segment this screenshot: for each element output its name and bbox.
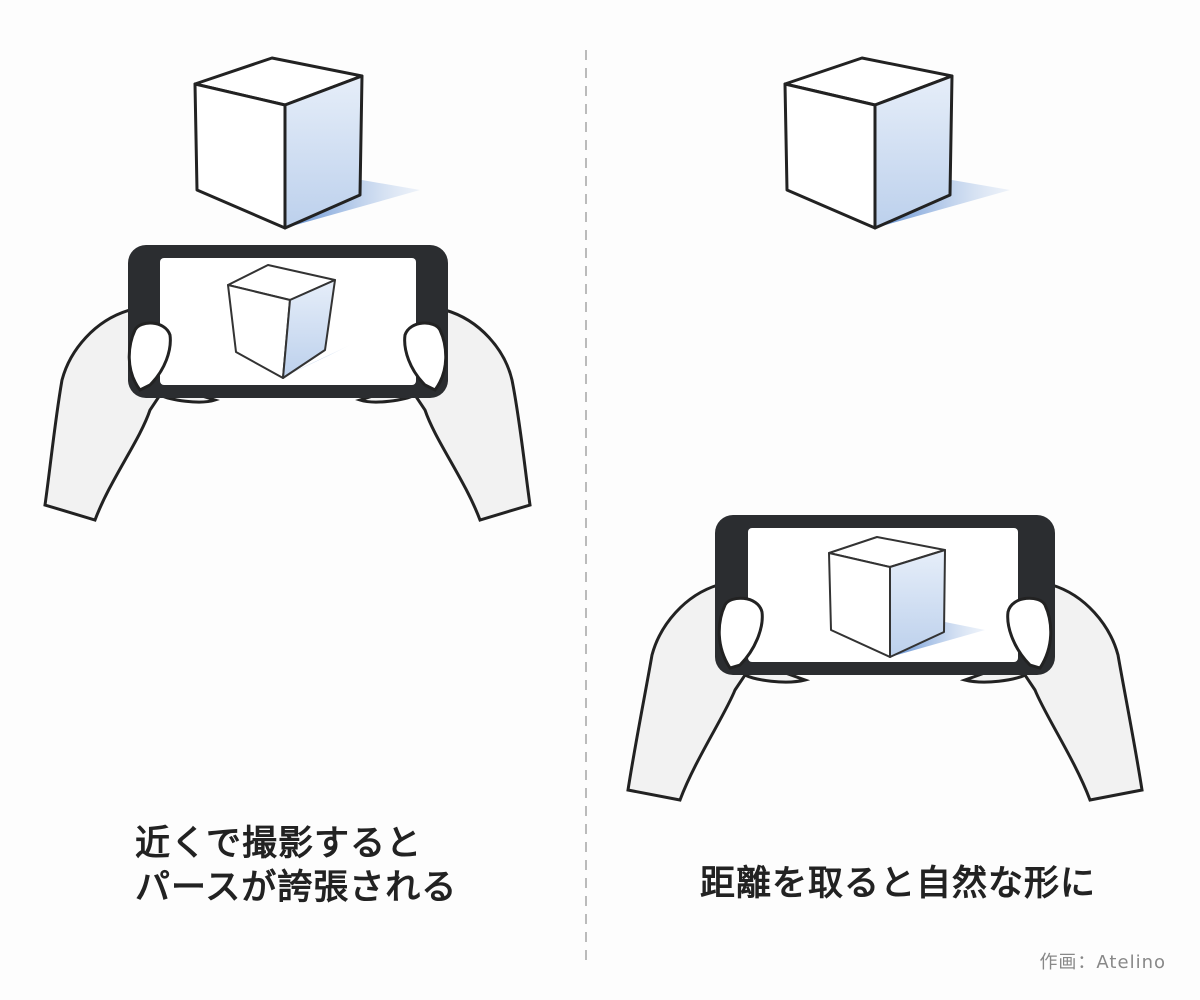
caption-right: 距離を取ると自然な形に [700, 864, 1097, 904]
caption-left-line1: 近くで撮影すると [135, 824, 422, 864]
caption-left-line2: パースが誇張される [135, 868, 458, 908]
hands-phone-right [626, 515, 1144, 802]
cube-left [193, 56, 420, 230]
credit: 作画：Atelino [1039, 952, 1166, 973]
hands-phone-left [43, 245, 532, 522]
caption-left: 近くで撮影すると パースが誇張される [135, 822, 457, 910]
cube-right [783, 56, 1010, 230]
